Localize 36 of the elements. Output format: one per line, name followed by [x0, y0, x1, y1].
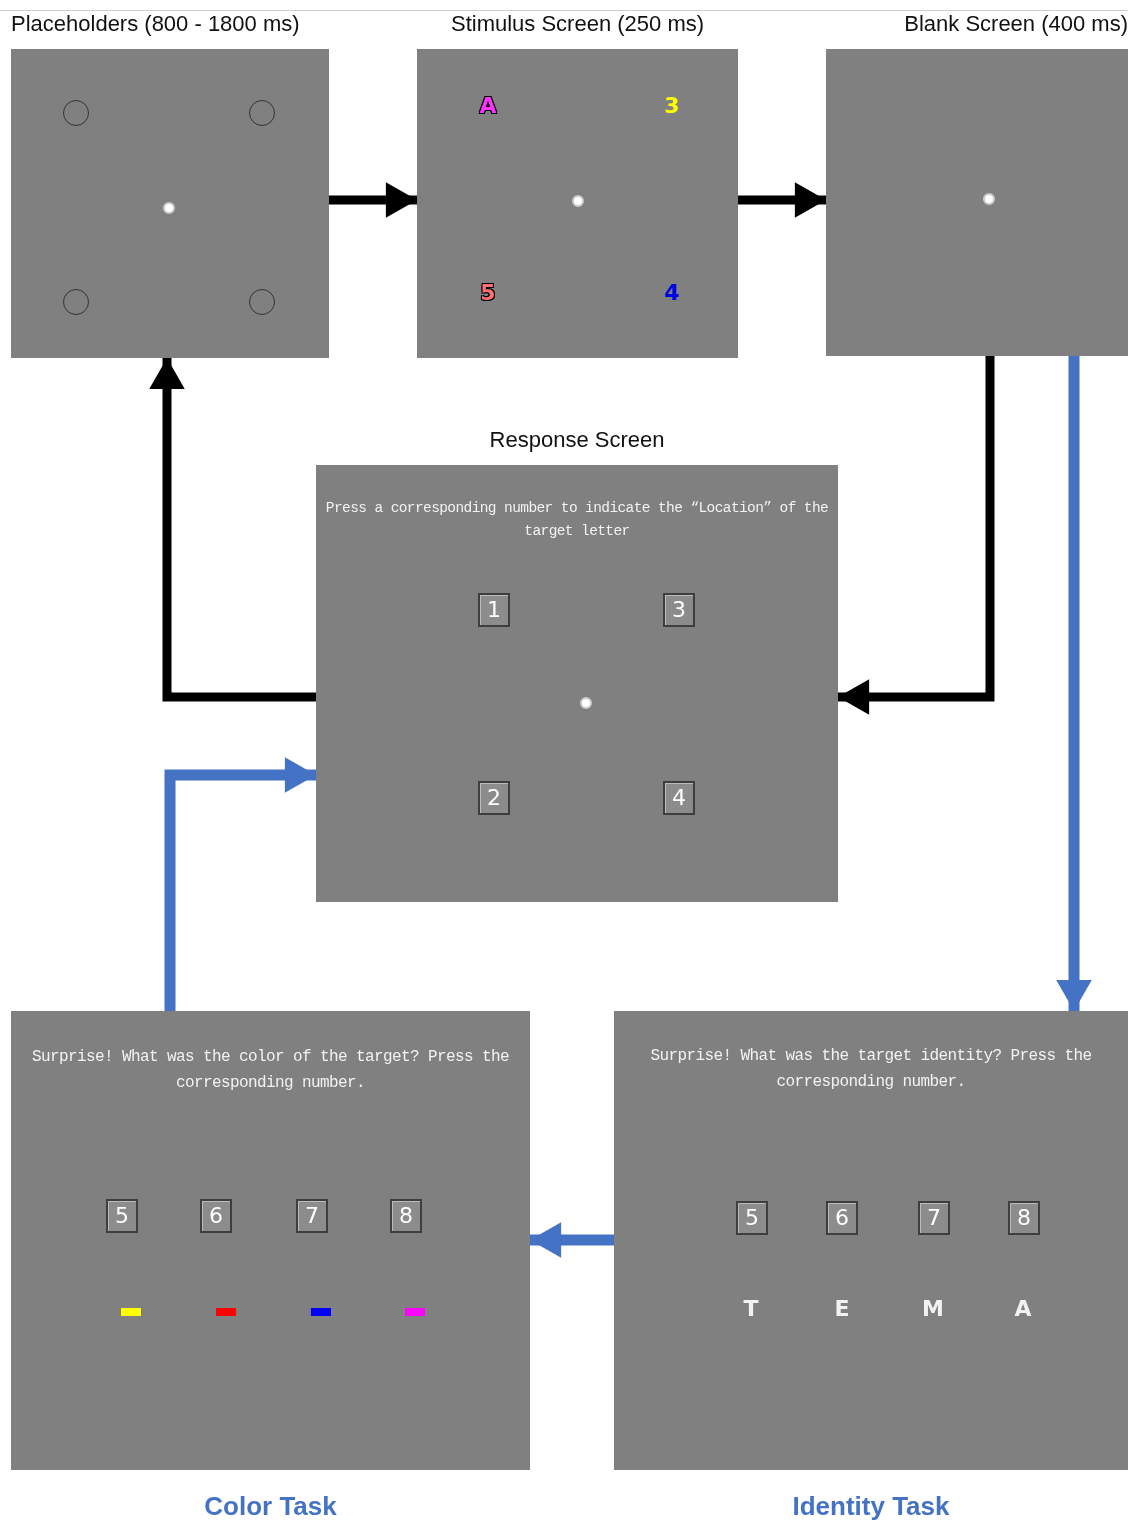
key-box: 5 [106, 1199, 138, 1233]
key-box: 8 [390, 1199, 422, 1233]
instruction-text: Surprise! What was the target identity? Press the corresponding number. [649, 1046, 1093, 1093]
key-box: 4 [663, 781, 695, 815]
screen-title: Placeholders (800 - 1800 ms) [11, 11, 301, 37]
stimulus-character: A [479, 95, 497, 117]
arrow [164, 757, 316, 1011]
instruction-text: Surprise! What was the color of the target? Press the corresponding number. [30, 1047, 511, 1094]
key-box: 6 [826, 1201, 858, 1235]
screen-title: Stimulus Screen (250 ms) [449, 11, 706, 37]
key-box: 7 [918, 1201, 950, 1235]
key-box: 7 [296, 1199, 328, 1233]
stimulus-character: 4 [664, 282, 680, 304]
screen-title: Response Screen [488, 427, 666, 453]
arrow [738, 182, 826, 218]
stimulus-character: 5 [480, 282, 496, 304]
key-box: 1 [478, 593, 510, 627]
instruction-text: Press a corresponding number to indicate the “Location” of the target letter [324, 499, 830, 542]
stimulus-character: T [743, 1298, 759, 1320]
arrow [838, 356, 995, 715]
arrow [329, 182, 417, 218]
key-box: 6 [200, 1199, 232, 1233]
stimulus-character: A [1014, 1298, 1032, 1320]
arrow [530, 1222, 614, 1258]
stimulus-character: E [834, 1298, 850, 1320]
screen-title: Blank Screen (400 ms) [903, 11, 1128, 37]
stimulus-character: 3 [664, 95, 680, 117]
arrow [1056, 356, 1092, 1011]
key-box: 2 [478, 781, 510, 815]
screen-title: Color Task [203, 1491, 338, 1522]
key-box: 5 [736, 1201, 768, 1235]
screen-title: Identity Task [791, 1491, 951, 1522]
arrow [149, 358, 316, 702]
key-box: 8 [1008, 1201, 1040, 1235]
stimulus-character: M [922, 1298, 944, 1320]
key-box: 3 [663, 593, 695, 627]
